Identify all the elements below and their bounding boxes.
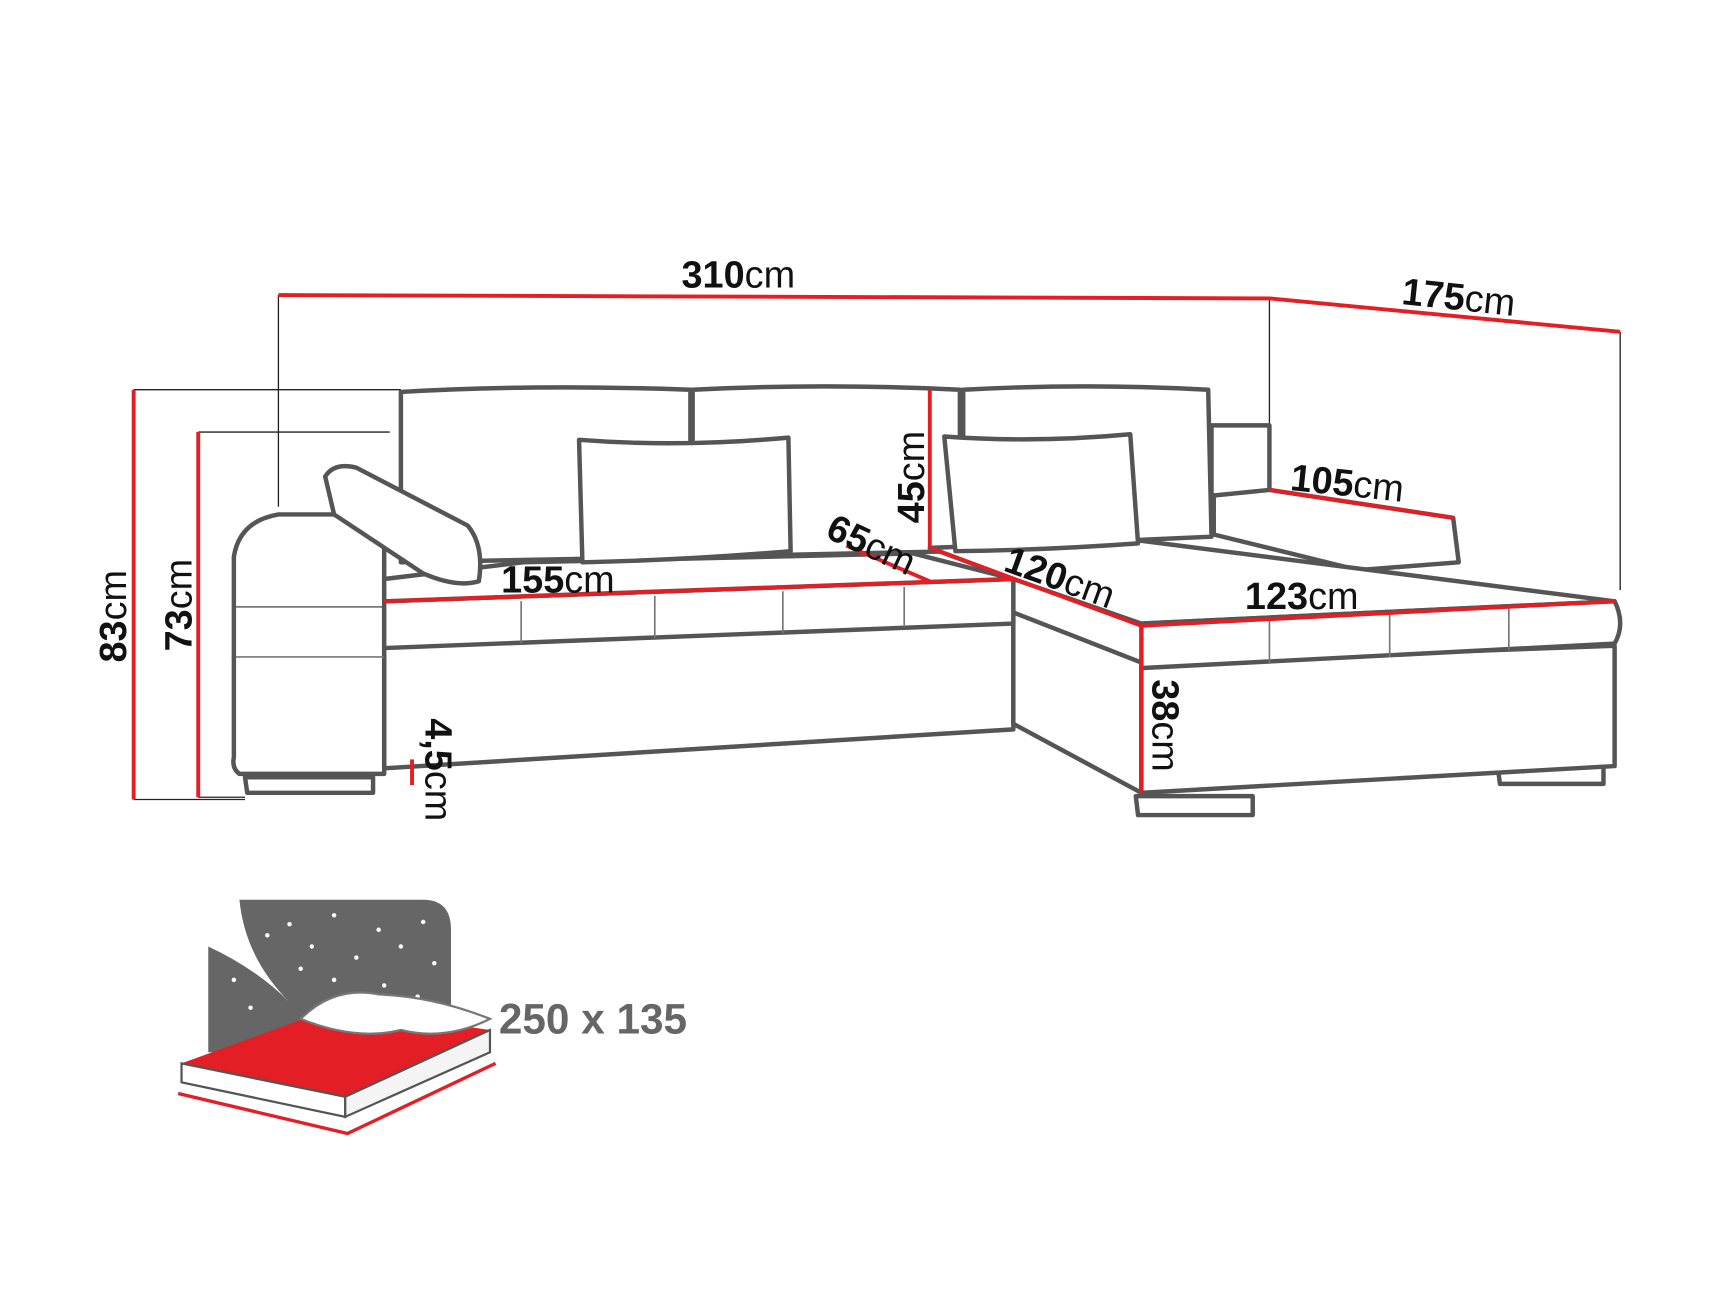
label-height-armrest: 73cm — [159, 559, 201, 652]
label-backrest-height: 45cm — [891, 431, 933, 524]
stars-icon — [231, 913, 437, 1010]
sleeping-bed-icon — [177, 899, 497, 1136]
guide-lines — [133, 295, 1621, 801]
bed-size-label: 250 x 135 — [499, 995, 687, 1042]
label-height-total: 83cm — [93, 570, 135, 663]
label-seat-height: 38cm — [1144, 679, 1186, 772]
measurement-lines — [131, 293, 1621, 800]
label-chaise-width: 123cm — [1245, 576, 1359, 618]
label-total-width: 310cm — [681, 254, 795, 296]
label-seat-width: 155cm — [501, 559, 615, 601]
label-chaise-depth: 175cm — [1400, 271, 1517, 325]
label-chaise-back: 105cm — [1289, 457, 1406, 511]
label-leg-height: 4,5cm — [416, 718, 458, 821]
corner-sofa-outline — [231, 384, 1623, 818]
